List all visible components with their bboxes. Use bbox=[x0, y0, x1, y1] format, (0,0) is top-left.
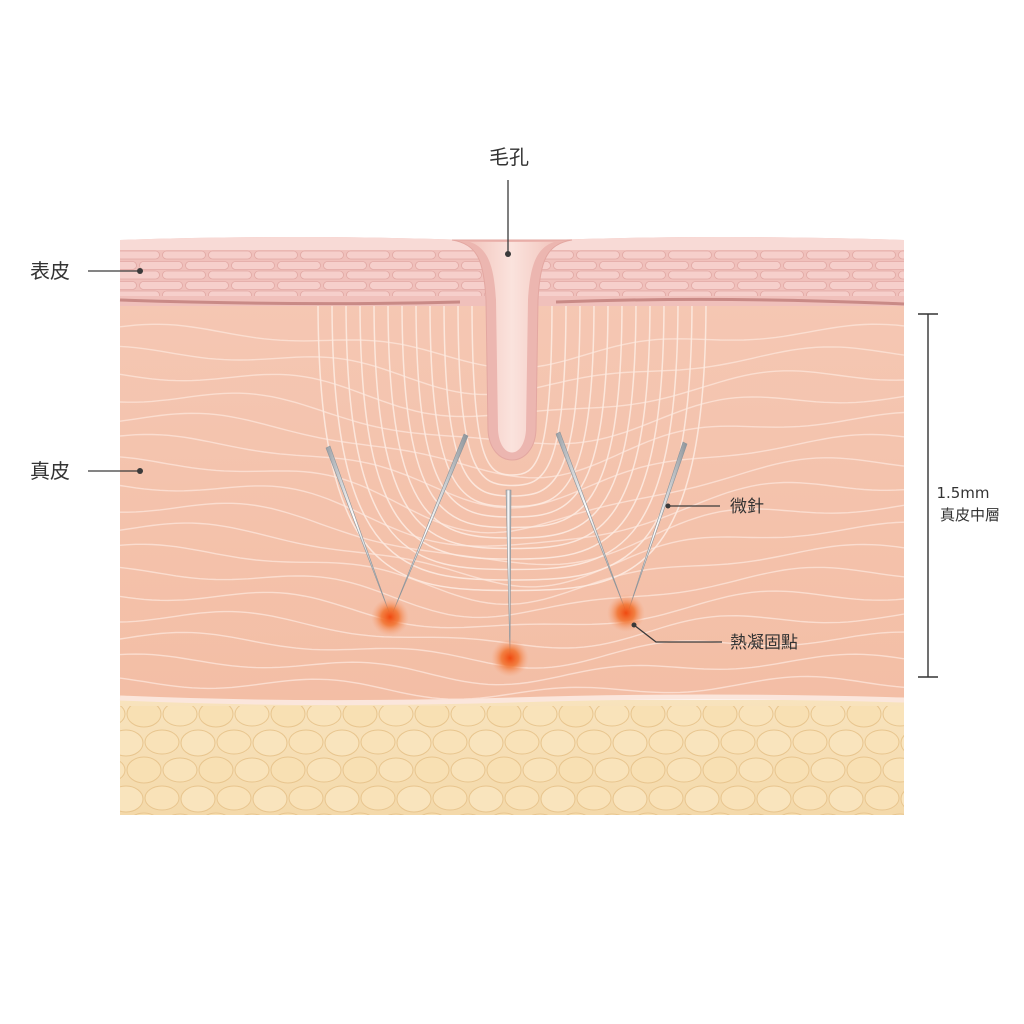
microneedle-array bbox=[325, 431, 688, 657]
collagen-fiber bbox=[120, 411, 904, 479]
collagen-fiber-arc bbox=[415, 300, 609, 518]
dermis-layer bbox=[119, 300, 905, 706]
collagen-fiber bbox=[120, 481, 904, 547]
collagen-fiber-arc bbox=[401, 300, 623, 529]
microneedle-3b bbox=[628, 441, 688, 610]
collagen-fiber bbox=[120, 543, 904, 606]
microneedle-1b bbox=[392, 433, 469, 613]
collagen-fiber-arc bbox=[443, 300, 581, 497]
coagulation-label: 熱凝固點 bbox=[730, 633, 798, 653]
collagen-fibers bbox=[120, 300, 904, 700]
collagen-fiber bbox=[120, 675, 904, 700]
collagen-fiber-arc bbox=[359, 300, 665, 560]
microneedle-2 bbox=[505, 489, 512, 657]
dermis-label: 真皮 bbox=[30, 459, 70, 483]
collagen-fiber bbox=[120, 521, 904, 588]
collagen-fiber bbox=[120, 590, 904, 629]
microneedle-3a bbox=[555, 431, 626, 610]
microneedle-label: 微針 bbox=[730, 497, 764, 517]
collagen-fiber-arc bbox=[317, 300, 707, 592]
collagen-fiber-arc bbox=[471, 300, 553, 476]
collagen-fiber bbox=[120, 653, 904, 686]
coagulation-point-1 bbox=[371, 598, 409, 636]
microneedle-1a bbox=[325, 445, 390, 613]
collagen-fiber bbox=[120, 502, 904, 566]
coagulation-point-3 bbox=[607, 594, 645, 632]
collagen-fiber-arc bbox=[345, 300, 679, 571]
depth-bracket bbox=[918, 313, 938, 678]
collagen-fiber-arc bbox=[387, 300, 637, 539]
collagen-fiber bbox=[120, 433, 904, 509]
depth-value-label: 1.5mm bbox=[936, 484, 989, 502]
epidermis-label: 表皮 bbox=[30, 259, 70, 283]
collagen-fiber-arc bbox=[457, 300, 567, 487]
subcutaneous-fat-layer bbox=[120, 700, 904, 815]
thermal-coagulation-points bbox=[371, 594, 645, 677]
collagen-fiber bbox=[120, 566, 904, 619]
leader-lines bbox=[88, 180, 722, 643]
collagen-fiber bbox=[120, 456, 904, 534]
depth-description-label: 真皮中層 bbox=[940, 506, 1000, 524]
collagen-fiber-arc bbox=[373, 300, 651, 550]
collagen-fiber-arc bbox=[429, 300, 595, 508]
pore-label: 毛孔 bbox=[489, 145, 529, 169]
coagulation-point-2 bbox=[491, 639, 529, 677]
pore-follicle bbox=[451, 239, 573, 461]
